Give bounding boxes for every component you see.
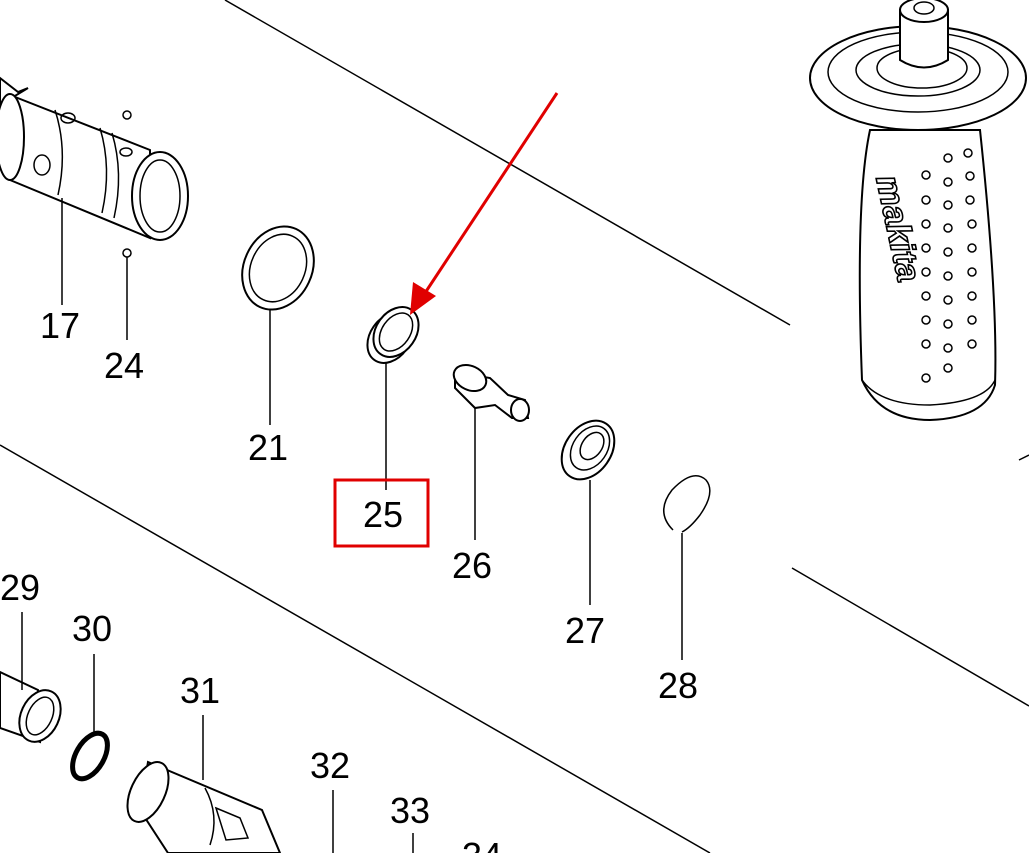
label-part-32: 32 xyxy=(310,745,350,786)
side-handle[interactable]: makita xyxy=(809,0,1027,422)
part-28-retaining-ring[interactable] xyxy=(663,475,711,660)
label-part-29: 29 xyxy=(0,567,40,608)
part-25-ring[interactable] xyxy=(358,298,428,490)
part-labels: 17 24 21 25 26 27 28 29 30 31 32 33 34 xyxy=(0,305,698,853)
highlight-box xyxy=(333,478,430,548)
label-part-27: 27 xyxy=(565,610,605,651)
label-part-21: 21 xyxy=(248,427,288,468)
label-part-30: 30 xyxy=(72,608,112,649)
label-part-26: 26 xyxy=(452,545,492,586)
label-part-31: 31 xyxy=(180,670,220,711)
part-17-spindle[interactable] xyxy=(0,76,189,340)
red-arrow-head xyxy=(410,282,436,315)
leader-lines-bottom xyxy=(332,790,414,853)
label-part-25: 25 xyxy=(363,494,403,535)
part-31-cylinder[interactable] xyxy=(119,715,282,853)
red-arrow-shaft xyxy=(423,92,559,294)
part-29-pin[interactable] xyxy=(0,612,69,749)
label-part-17: 17 xyxy=(40,305,80,346)
label-part-34: 34 xyxy=(462,835,502,853)
grip-dots xyxy=(921,148,977,383)
part-30-o-ring[interactable] xyxy=(65,654,114,785)
label-part-33: 33 xyxy=(390,790,430,831)
highlight-annotation xyxy=(333,92,559,548)
label-part-24: 24 xyxy=(104,345,144,386)
label-part-28: 28 xyxy=(658,665,698,706)
part-21-washer[interactable] xyxy=(229,215,327,425)
part-26-pin[interactable] xyxy=(450,360,530,540)
part-27-bearing[interactable] xyxy=(551,411,625,605)
